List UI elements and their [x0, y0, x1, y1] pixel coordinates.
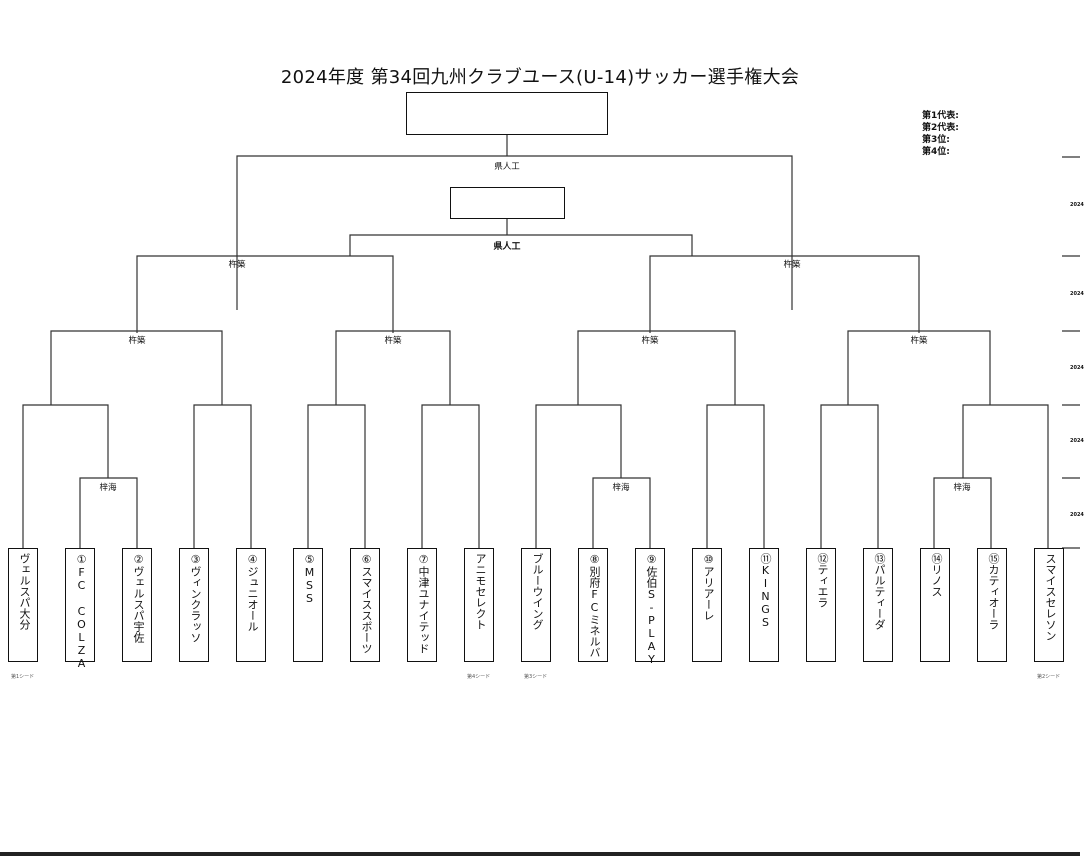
- edge-label: 2024: [1070, 512, 1084, 518]
- team-box: ⑨佐伯S-PLAY: [635, 548, 665, 666]
- team-box: ⑧別府FCミネルバ: [578, 548, 608, 662]
- r16-4-line: [421, 404, 480, 548]
- result-second: 第2代表:: [922, 123, 959, 133]
- team-box: ⑦中津ユナイテッド: [407, 548, 437, 662]
- venue-prelim-2: 梓海: [612, 483, 630, 493]
- venue-final: 県人工: [494, 162, 520, 172]
- venue-third-place: 県人工: [493, 242, 521, 252]
- semi-left-bracket-line: [136, 255, 394, 333]
- result-fourth: 第4位:: [922, 147, 950, 157]
- team-box: ⑪KINGS: [749, 548, 779, 662]
- edge-label: 2024: [1070, 202, 1084, 208]
- seed-label: 第2シード: [1037, 674, 1061, 680]
- r16-8-line: [962, 404, 1049, 548]
- team-box: ③ヴィンクラッソ: [179, 548, 209, 662]
- r16-7-line: [820, 404, 879, 548]
- venue-semi-right: 杵築: [783, 260, 801, 270]
- edge-label: 2024: [1070, 291, 1084, 297]
- r16-2-line: [193, 404, 252, 548]
- team-box: ブルーウイング: [521, 548, 551, 662]
- venue-semi-left: 杵築: [228, 260, 246, 270]
- team-box: ⑥スマイススポーツ: [350, 548, 380, 662]
- venue-quarter-2: 杵築: [384, 336, 402, 346]
- r16-5-line: [535, 404, 622, 548]
- prelim-1-line: [79, 477, 138, 548]
- bottom-rule: [0, 852, 1080, 856]
- venue-quarter-3: 杵築: [641, 336, 659, 346]
- team-box: ⑬パルティーダ: [863, 548, 893, 662]
- team-box: アニモセレクト: [464, 548, 494, 662]
- team-box: ①FC COLZA: [65, 548, 95, 670]
- seed-label: 第3シード: [524, 674, 548, 680]
- result-third: 第3位:: [922, 135, 950, 145]
- venue-prelim-1: 梓海: [99, 483, 117, 493]
- team-box: スマイスセレソン: [1034, 548, 1064, 662]
- team-box: ②ヴェルスパ宇佐: [122, 548, 152, 662]
- prelim-2-line: [592, 477, 651, 548]
- team-box: ④ジュニオール: [236, 548, 266, 662]
- page-title: 2024年度 第34回九州クラブユース(U-14)サッカー選手権大会: [280, 67, 800, 88]
- team-box: ⑤MSS: [293, 548, 323, 662]
- quarter-1-bracket-line: [50, 330, 223, 405]
- third-place-box: [450, 187, 565, 219]
- venue-prelim-3: 梓海: [953, 483, 971, 493]
- semi-right-bracket-line: [649, 255, 920, 333]
- results-list: 第1代表: 第2代表: 第3位: 第4位:: [922, 110, 959, 158]
- third-place-bracket-line: [349, 234, 693, 256]
- r16-6-line: [706, 404, 765, 548]
- edge-label: 2024: [1070, 438, 1084, 444]
- result-first: 第1代表:: [922, 111, 959, 121]
- final-bracket-line: [236, 155, 793, 310]
- r16-3-line: [307, 404, 366, 548]
- venue-quarter-1: 杵築: [128, 336, 146, 346]
- venue-quarter-4: 杵築: [910, 336, 928, 346]
- quarter-2-bracket-line: [335, 330, 451, 405]
- team-box: ⑭リノス: [920, 548, 950, 662]
- quarter-4-bracket-line: [847, 330, 991, 405]
- quarter-3-bracket-line: [577, 330, 736, 405]
- team-box: ヴェルスパ大分: [8, 548, 38, 662]
- champion-box: [406, 92, 608, 135]
- team-box: ⑫ティエラ: [806, 548, 836, 662]
- r16-1-line: [22, 404, 109, 548]
- prelim-3-line: [933, 477, 992, 548]
- team-box: ⑮カティオーラ: [977, 548, 1007, 662]
- seed-label: 第1シード: [11, 674, 35, 680]
- team-box: ⑩アリアーレ: [692, 548, 722, 662]
- edge-label: 2024: [1070, 365, 1084, 371]
- seed-label: 第4シード: [467, 674, 491, 680]
